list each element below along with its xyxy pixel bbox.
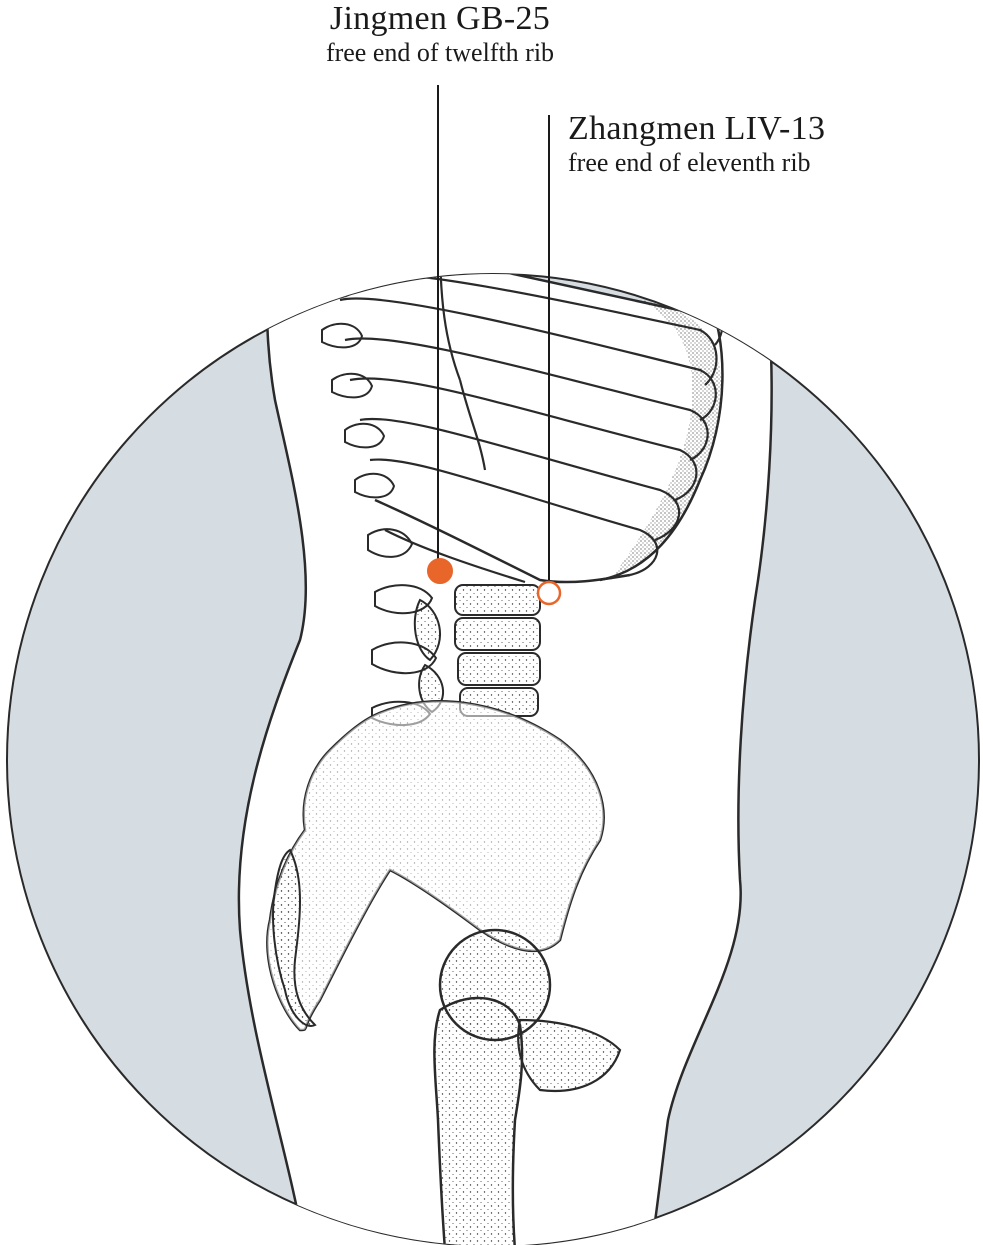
point-description: free end of twelfth rib: [325, 38, 555, 67]
point-name: Jingmen GB-25: [329, 0, 551, 37]
sacrum: [272, 848, 317, 1027]
acupoint-marker-liv13: [536, 580, 562, 606]
femur: [433, 996, 524, 1245]
point-description: free end of eleventh rib: [568, 148, 811, 177]
point-name: Zhangmen LIV-13: [568, 110, 826, 147]
point-label-gb25: Jingmen GB-25 free end of twelfth rib: [270, 0, 610, 68]
acupoint-marker-gb25: [427, 558, 453, 584]
point-label-liv13: Zhangmen LIV-13 free end of eleventh rib: [568, 110, 825, 178]
rib-shading: [610, 300, 722, 580]
